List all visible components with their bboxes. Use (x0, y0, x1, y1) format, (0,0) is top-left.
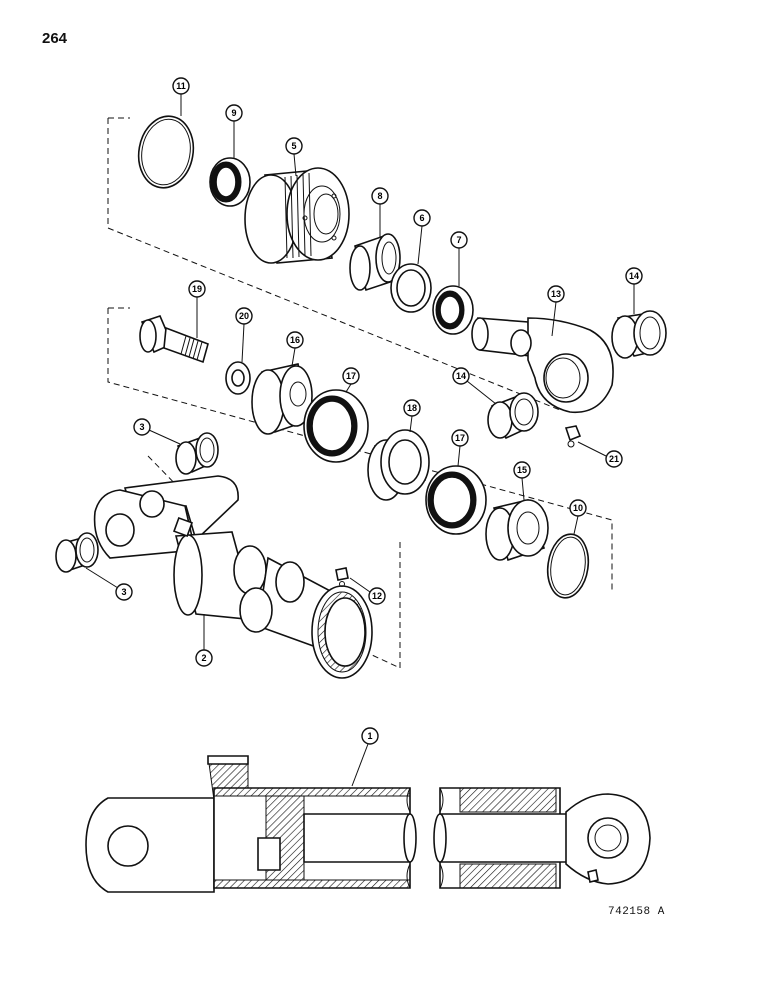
svg-text:9: 9 (231, 108, 236, 118)
svg-text:2: 2 (201, 653, 206, 663)
part-grease-fitting-21 (564, 425, 582, 448)
page-number: 264 (42, 30, 68, 47)
svg-text:14: 14 (629, 271, 639, 281)
part-piston-seal-17-lower (425, 465, 487, 535)
svg-text:18: 18 (407, 403, 417, 413)
part-bolt-19 (139, 315, 209, 364)
callout-16: 16 (286, 331, 304, 367)
part-rod-eye-13 (471, 317, 614, 414)
part-gland-5 (244, 167, 350, 264)
callout-13: 13 (547, 285, 565, 337)
part-washer-20 (225, 361, 251, 395)
svg-text:15: 15 (517, 465, 527, 475)
callout-19: 19 (188, 280, 206, 338)
svg-text:16: 16 (290, 335, 300, 345)
part-piston-16 (251, 363, 313, 435)
callout-3-upper: 3 (133, 418, 181, 445)
callout-9: 9 (225, 104, 243, 158)
svg-text:3: 3 (139, 422, 144, 432)
callout-1: 1 (351, 727, 379, 787)
callout-17-upper: 17 (342, 367, 360, 393)
part-piston-seal-17-upper (303, 389, 369, 463)
part-eye-bushing-14-lower (487, 392, 539, 440)
callout-11: 11 (172, 77, 190, 116)
callout-14-lower: 14 (452, 367, 497, 405)
part-wiper-seal-9 (209, 157, 251, 207)
callout-17-lower: 17 (451, 429, 469, 467)
callout-12: 12 (349, 577, 386, 605)
svg-text:17: 17 (346, 371, 356, 381)
callout-5: 5 (285, 137, 303, 177)
part-barrel-2 (93, 475, 373, 679)
svg-text:5: 5 (291, 141, 296, 151)
part-base-bushing-3-lower (55, 532, 99, 573)
svg-text:20: 20 (239, 311, 249, 321)
svg-text:13: 13 (551, 289, 561, 299)
callout-2: 2 (195, 614, 213, 667)
svg-text:7: 7 (456, 235, 461, 245)
callout-18: 18 (403, 399, 421, 433)
assembled-cylinder-section-1 (85, 755, 651, 893)
svg-text:1: 1 (367, 731, 372, 741)
callout-3-lower: 3 (85, 567, 133, 601)
svg-text:3: 3 (121, 587, 126, 597)
svg-text:8: 8 (377, 191, 382, 201)
svg-text:14: 14 (456, 371, 466, 381)
svg-text:12: 12 (372, 591, 382, 601)
callout-14-upper: 14 (625, 267, 643, 314)
svg-text:11: 11 (176, 81, 186, 91)
part-base-bushing-3-upper (175, 432, 219, 475)
callout-6: 6 (413, 209, 431, 265)
callout-21: 21 (577, 441, 623, 468)
part-eye-bushing-14-upper (611, 310, 667, 359)
callout-8: 8 (371, 187, 389, 238)
callout-20: 20 (235, 307, 253, 363)
part-bushing-8 (349, 233, 401, 292)
svg-text:21: 21 (609, 454, 619, 464)
svg-text:17: 17 (455, 433, 465, 443)
svg-text:6: 6 (419, 213, 424, 223)
figure-code: 742158 A (608, 906, 665, 918)
part-grease-fitting-12 (335, 567, 349, 587)
callout-15: 15 (513, 461, 531, 501)
svg-text:10: 10 (573, 503, 583, 513)
part-wear-ring-18 (367, 429, 430, 501)
part-o-ring-10 (546, 533, 590, 599)
svg-text:19: 19 (192, 284, 202, 294)
part-stop-15 (485, 499, 549, 562)
callout-10: 10 (569, 499, 587, 535)
part-o-ring-11 (137, 115, 195, 189)
part-backup-ring-6 (390, 263, 432, 313)
callout-group: 11 9 5 8 6 7 13 14 (85, 77, 643, 787)
part-rod-seal-7 (432, 285, 474, 335)
callout-7: 7 (450, 231, 468, 286)
